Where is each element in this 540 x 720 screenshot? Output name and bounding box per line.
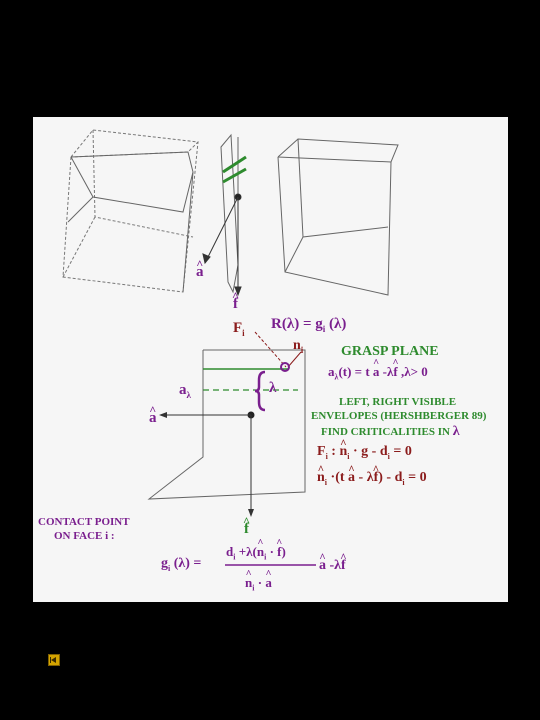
- back-arrow-icon[interactable]: [48, 654, 60, 666]
- face-equation: Fi : ni · g - di = 0: [317, 445, 412, 461]
- contact-formula-rhs: a -λf: [319, 559, 346, 573]
- right-polyhedron: [277, 138, 399, 296]
- normal-label: ni: [293, 338, 304, 355]
- envelopes-line-3: FIND CRITICALITIES IN λ: [321, 424, 460, 439]
- slide-canvas: a f Fi R(λ) = gi (λ) ni GRASP PLANE aλ(t…: [33, 117, 508, 602]
- green-stripes: [222, 155, 247, 184]
- contact-formula-lhs: gi (λ) =: [161, 556, 202, 573]
- contact-formula-numerator: di +λ(ni · f): [226, 545, 286, 562]
- a-hat-label-top: a: [196, 265, 204, 280]
- a-lambda-label: aλ: [179, 382, 191, 400]
- lambda-brace-label: λ: [269, 380, 277, 396]
- contact-formula-denominator: ni · a: [245, 576, 272, 593]
- envelopes-line-2: ENVELOPES (HERSHBERGER 89): [311, 410, 487, 422]
- diagram-drawing: [62, 129, 399, 566]
- left-polyhedron: [62, 129, 200, 293]
- a-hat-label-mid: a: [149, 411, 157, 426]
- contact-point-line-1: CONTACT POINT: [38, 516, 130, 528]
- f-hat-label-top: f: [233, 297, 238, 312]
- contact-point-line-2: ON FACE i :: [54, 530, 115, 542]
- grasp-plane-figure: [147, 349, 306, 500]
- grasp-plane-equation: aλ(t) = t a -λf ,λ> 0: [328, 365, 428, 382]
- grasp-plane-title: GRASP PLANE: [341, 344, 439, 359]
- criticality-equation: ni ·(t a - λf) - di = 0: [317, 471, 427, 487]
- face-label: Fi: [233, 320, 245, 338]
- r-equation: R(λ) = gi (λ): [271, 316, 347, 334]
- f-hat-label-bottom: f: [244, 522, 249, 537]
- envelopes-line-1: LEFT, RIGHT VISIBLE: [339, 396, 457, 408]
